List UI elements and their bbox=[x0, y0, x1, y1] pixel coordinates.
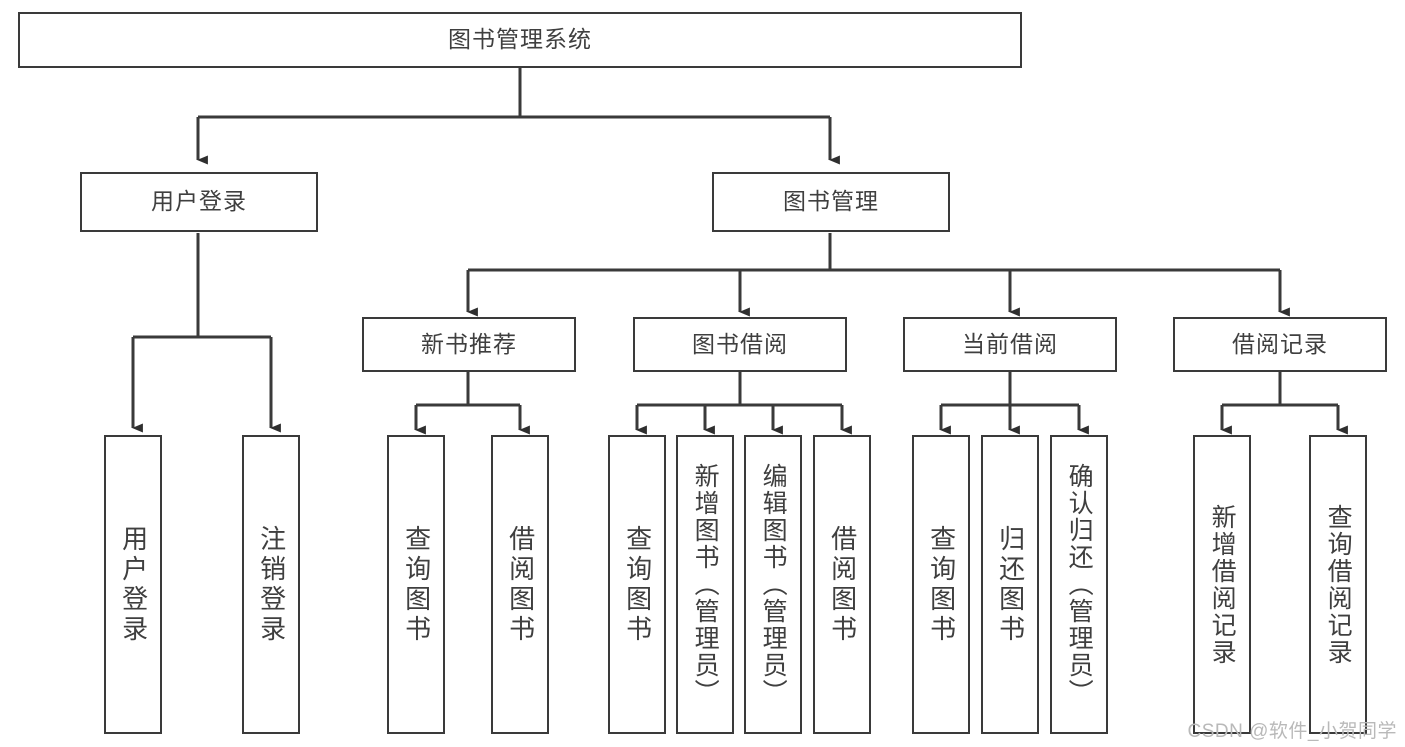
node-borrow-record[interactable]: 借阅记录 bbox=[1173, 317, 1387, 372]
leaf-query-book-recommend[interactable]: 查询图书 bbox=[387, 435, 445, 734]
leaf-query-book-current[interactable]: 查询图书 bbox=[912, 435, 970, 734]
leaf-confirm-return-admin[interactable]: 确认归还（管理员） bbox=[1050, 435, 1108, 734]
node-root-system[interactable]: 图书管理系统 bbox=[18, 12, 1022, 68]
leaf-query-book-borrow[interactable]: 查询图书 bbox=[608, 435, 666, 734]
leaf-return-book[interactable]: 归还图书 bbox=[981, 435, 1039, 734]
node-current-borrow[interactable]: 当前借阅 bbox=[903, 317, 1117, 372]
leaf-query-borrow-record[interactable]: 查询借阅记录 bbox=[1309, 435, 1367, 734]
leaf-add-borrow-record[interactable]: 新增借阅记录 bbox=[1193, 435, 1251, 734]
leaf-borrow-book-borrow[interactable]: 借阅图书 bbox=[813, 435, 871, 734]
leaf-logout-login[interactable]: 注销登录 bbox=[242, 435, 300, 734]
csdn-watermark: CSDN @软件_小贺同学 bbox=[1187, 721, 1397, 742]
node-book-manage[interactable]: 图书管理 bbox=[712, 172, 950, 232]
node-user-login[interactable]: 用户登录 bbox=[80, 172, 318, 232]
node-new-book-recommend[interactable]: 新书推荐 bbox=[362, 317, 576, 372]
leaf-user-login[interactable]: 用户登录 bbox=[104, 435, 162, 734]
leaf-borrow-book-recommend[interactable]: 借阅图书 bbox=[491, 435, 549, 734]
leaf-edit-book-admin[interactable]: 编辑图书（管理员） bbox=[744, 435, 802, 734]
node-book-borrow[interactable]: 图书借阅 bbox=[633, 317, 847, 372]
leaf-add-book-admin[interactable]: 新增图书（管理员） bbox=[676, 435, 734, 734]
